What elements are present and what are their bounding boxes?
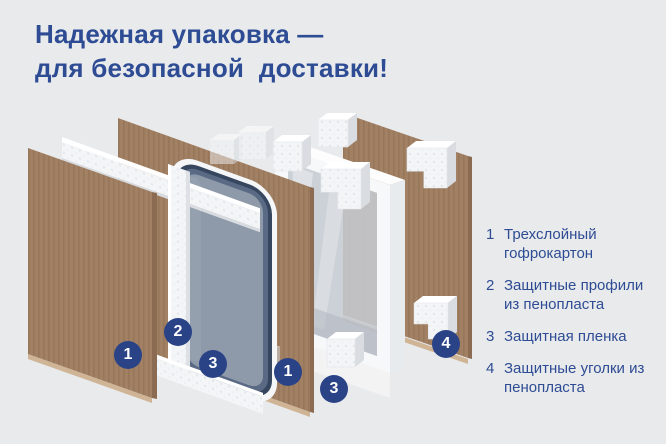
foam-box-side-face — [390, 180, 405, 373]
marker-cardboard-left: 1 — [114, 341, 142, 369]
cardboard-sheet-left — [28, 148, 157, 403]
legend-item-number: 2 — [486, 277, 495, 294]
foam-profile-top — [62, 137, 260, 233]
foam-profile-frame — [62, 137, 263, 414]
foam-cube-top-center — [272, 135, 311, 172]
foam-cube-ghost-center — [239, 126, 274, 159]
legend-item-foam-profiles: 2 Защитные профили из пенопласта — [486, 276, 658, 314]
legend-item-film: 3 Защитная пленка — [486, 327, 658, 346]
legend-item-label: Защитные уголки из пенопласта — [504, 360, 645, 396]
foam-cube-ghost-left — [210, 134, 242, 164]
marker-film-left: 3 — [199, 350, 227, 378]
marker-number: 3 — [329, 380, 339, 397]
foam-corner-bottom-right — [413, 296, 457, 340]
legend-item-number: 4 — [486, 360, 495, 377]
page-title: Надежная упаковка — для безопасной доста… — [35, 17, 388, 85]
legend-item-label: Трехслойный гофрокартон — [504, 226, 597, 262]
legend-item-label: Защитная пленка — [504, 328, 627, 345]
foam-cube-bottom-center — [326, 332, 364, 368]
page-title-line1: Надежная упаковка — — [35, 19, 324, 49]
marker-cardboard-middle: 1 — [274, 358, 302, 386]
legend-item-number: 1 — [486, 226, 495, 243]
legend-item-foam-corners: 4 Защитные уголки из пенопласта — [486, 359, 658, 397]
legend-item-label: Защитные профили из пенопласта — [504, 277, 644, 313]
marker-number: 3 — [208, 355, 218, 372]
marker-number: 2 — [173, 323, 183, 340]
marker-film-middle: 3 — [320, 375, 348, 403]
marker-number: 1 — [123, 346, 133, 363]
legend-item-cardboard: 1 Трехслойный гофрокартон — [486, 225, 658, 263]
foam-corner-on-film — [320, 162, 370, 210]
foam-cube-top-right — [317, 113, 357, 148]
page-title-line2: для безопасной доставки! — [35, 53, 389, 83]
marker-foam-profiles: 2 — [164, 318, 192, 346]
marker-number: 4 — [441, 335, 451, 352]
legend: 1 Трехслойный гофрокартон 2 Защитные про… — [486, 225, 658, 397]
marker-number: 1 — [283, 363, 293, 380]
foam-corner-top-right — [406, 141, 456, 189]
foam-profile-left — [168, 164, 190, 380]
legend-item-number: 3 — [486, 328, 495, 345]
marker-foam-corners: 4 — [432, 330, 460, 358]
